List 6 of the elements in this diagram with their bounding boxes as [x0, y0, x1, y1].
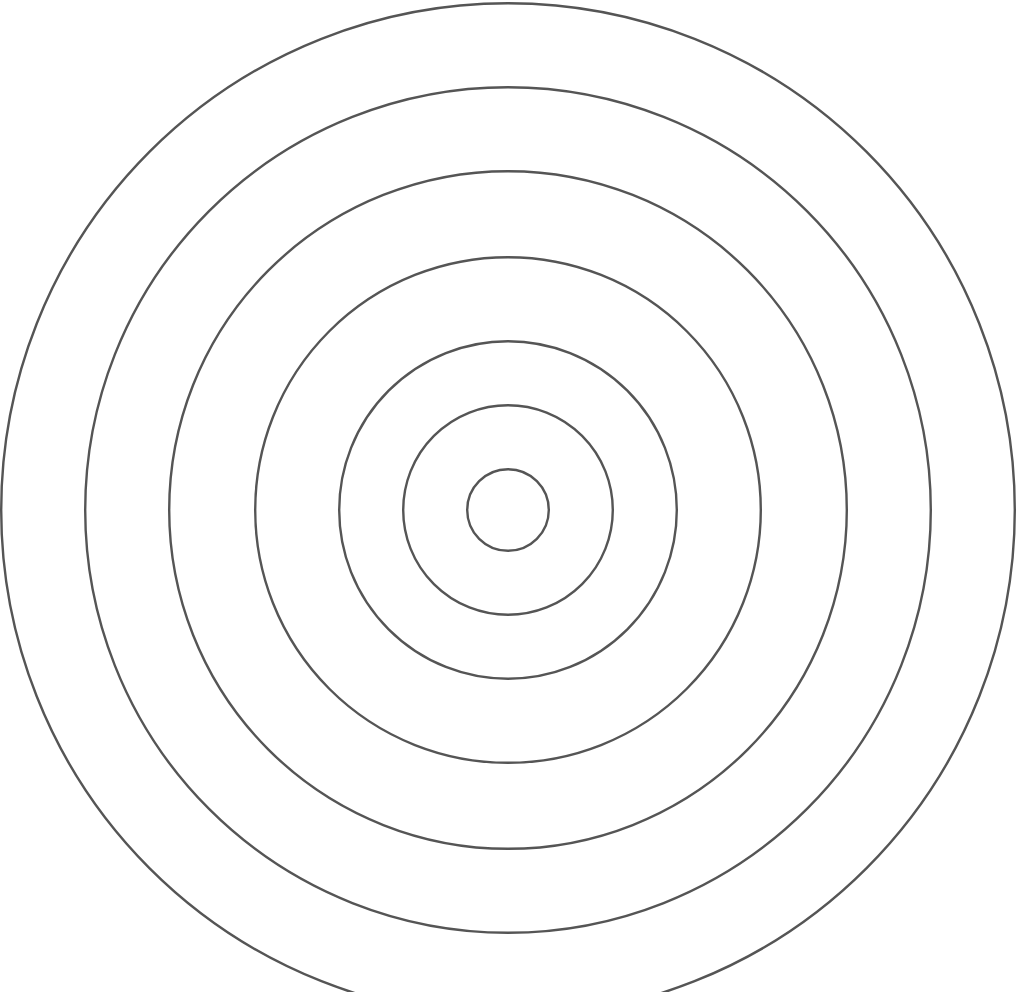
concentric-ring	[338, 340, 678, 680]
concentric-ring	[466, 468, 550, 552]
concentric-ring	[254, 256, 762, 764]
concentric-ring	[168, 170, 848, 850]
concentric-ring	[84, 86, 932, 934]
concentric-ring	[402, 404, 614, 616]
